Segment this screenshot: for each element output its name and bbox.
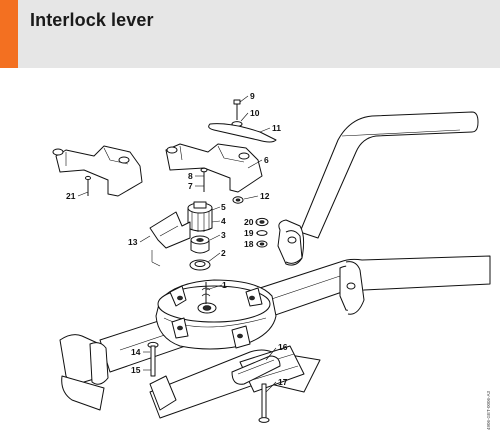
parts-18-20-fasteners	[255, 217, 269, 248]
gearbox-housing	[155, 279, 277, 350]
document-reference: 4906-GET-0006-A3	[486, 390, 491, 430]
leader-lines	[77, 95, 277, 393]
callout-18: 18	[244, 239, 254, 249]
title-bar: Interlock lever	[0, 0, 500, 68]
part-12-nut	[232, 196, 244, 204]
callout-17: 17	[278, 377, 288, 387]
callout-9: 9	[250, 91, 255, 101]
page-title: Interlock lever	[30, 10, 154, 30]
callout-4: 4	[221, 216, 226, 226]
callout-10: 10	[250, 108, 260, 118]
part-7-8-screw	[200, 167, 208, 192]
part-13-bracket	[149, 211, 191, 267]
callout-11: 11	[272, 123, 281, 133]
callout-3: 3	[221, 230, 226, 240]
callout-6: 6	[264, 155, 269, 165]
part-1-spring	[201, 282, 211, 304]
callout-14: 14	[131, 347, 141, 357]
part-4-5-rotor	[187, 201, 213, 232]
part-3-bushing	[190, 235, 210, 254]
frame-tube	[99, 255, 491, 373]
part-14-15-bolt	[147, 341, 159, 377]
callout-16: 16	[278, 342, 288, 352]
part-16-clamp	[231, 355, 281, 385]
accent-bar	[0, 0, 18, 68]
part-9-10-screw-washer	[231, 99, 243, 127]
callout-labels: 1 2 3 4 5 6 7 8 9 10 11 12 13 14 15 16 1…	[66, 91, 288, 387]
callout-8: 8	[188, 171, 193, 181]
part-17-bolt	[258, 383, 270, 423]
callout-5: 5	[221, 202, 226, 212]
callout-1: 1	[222, 280, 227, 290]
left-tube	[59, 334, 177, 411]
callout-19: 19	[244, 228, 254, 238]
part-2-ring	[189, 259, 211, 271]
callout-20: 20	[244, 217, 254, 227]
callout-21: 21	[66, 191, 76, 201]
callout-2: 2	[221, 248, 226, 258]
callout-7: 7	[188, 181, 193, 191]
callout-15: 15	[131, 365, 141, 375]
part-21-cover	[52, 145, 143, 197]
handle-bar	[277, 111, 479, 266]
part-11-lever-blade	[208, 123, 277, 143]
exploded-parts-diagram: 1 2 3 4 5 6 7 8 9 10 11 12 13 14 15 16 1…	[52, 91, 491, 430]
callout-12: 12	[260, 191, 270, 201]
callout-13: 13	[128, 237, 138, 247]
part-6-lever-cover	[165, 143, 263, 193]
